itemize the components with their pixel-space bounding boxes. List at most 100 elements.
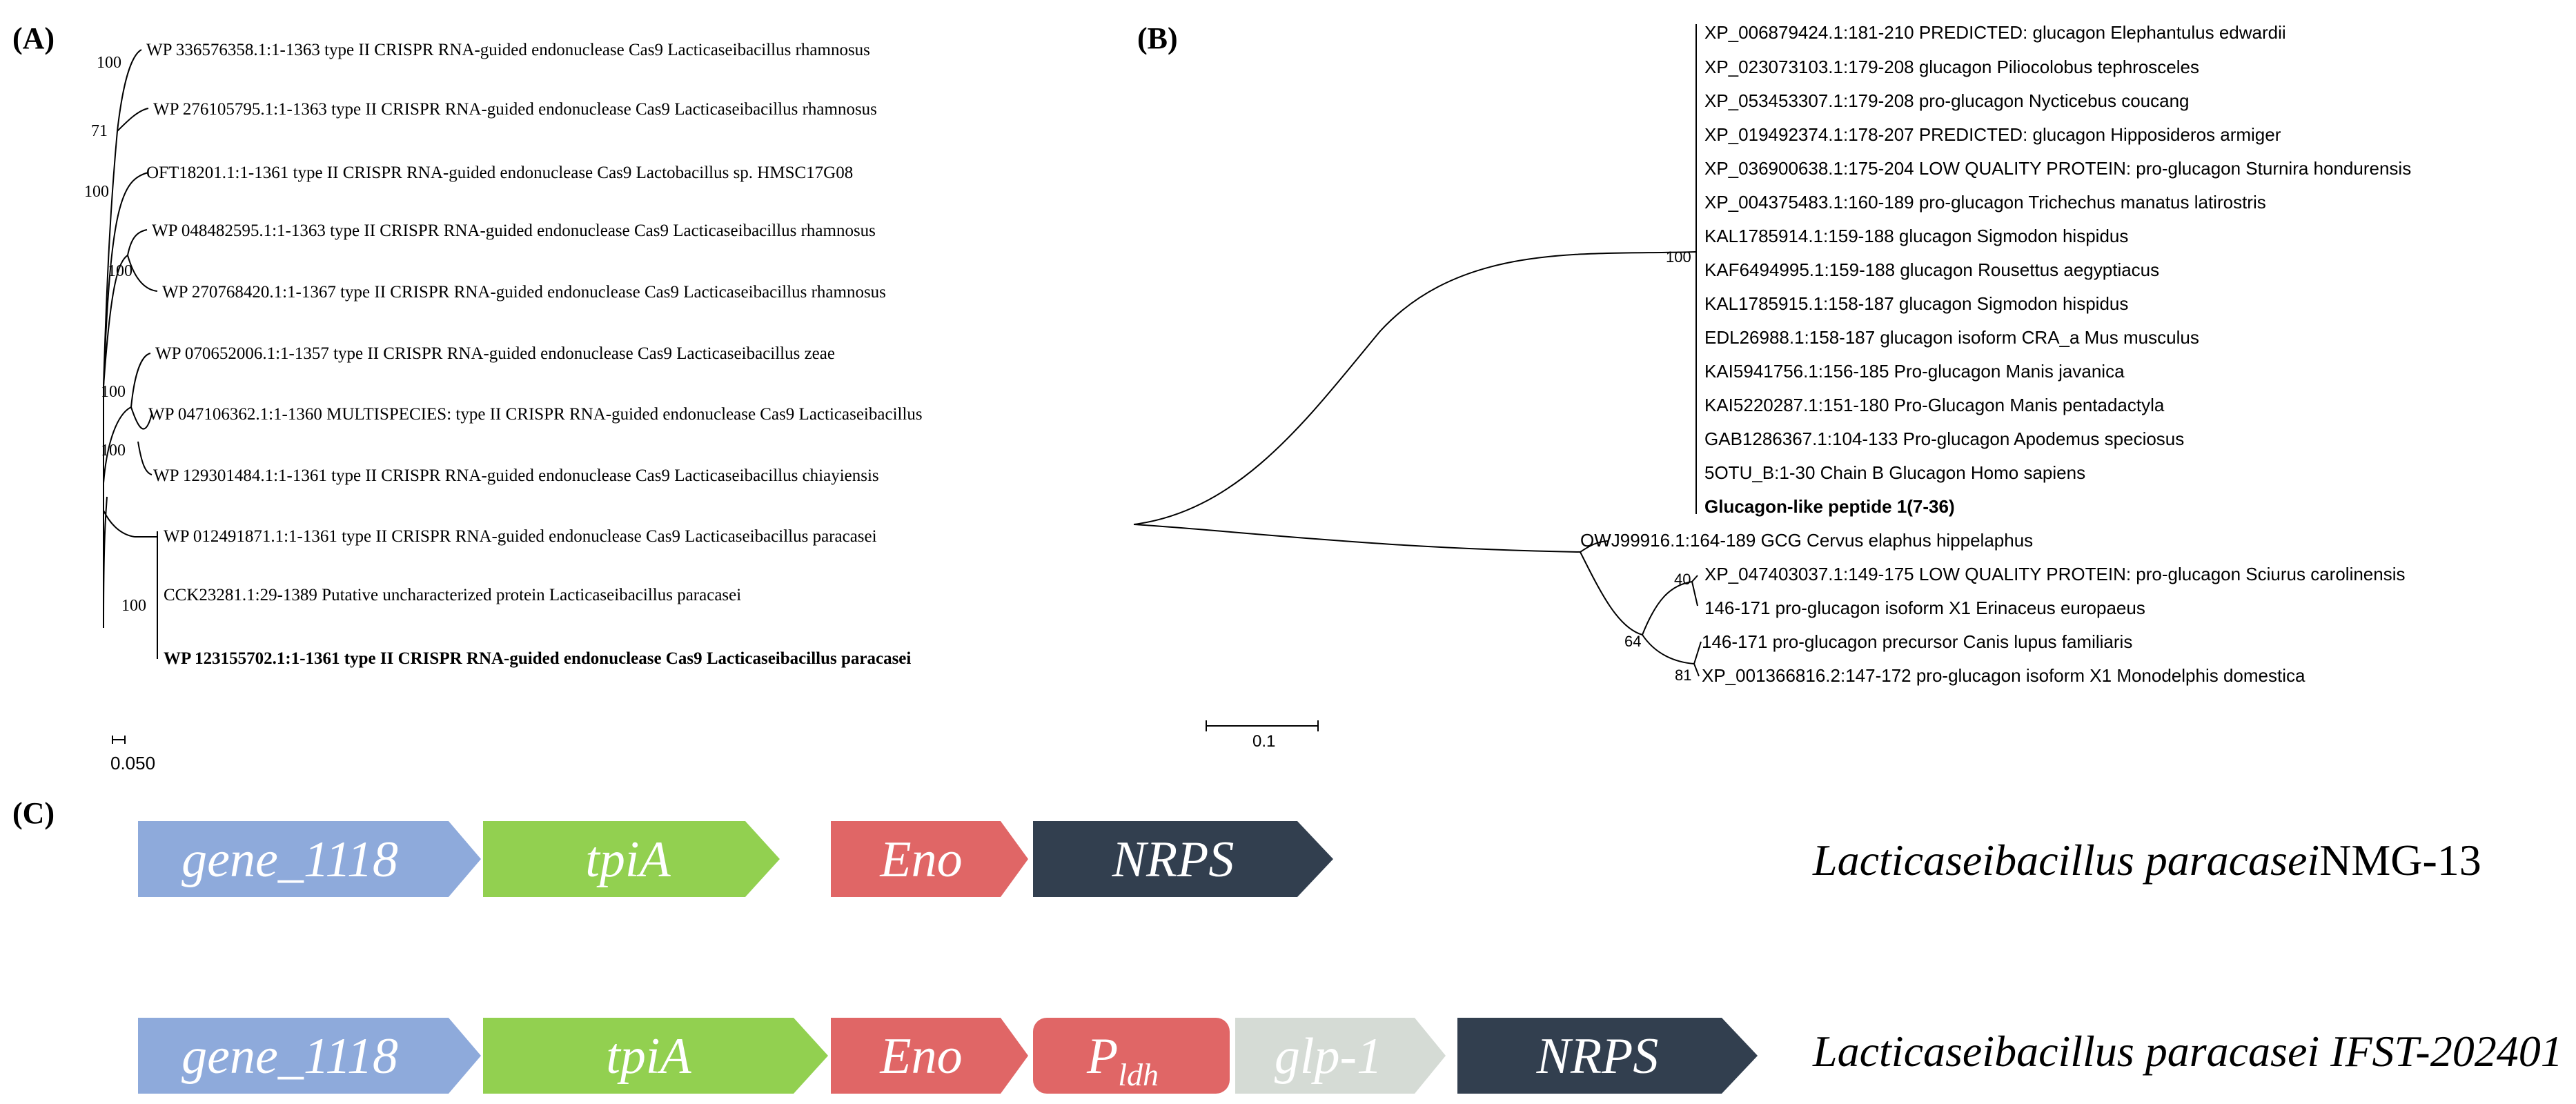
- gene-arrow-r2-1: [138, 1018, 481, 1094]
- gene-label-r1-2: tpiA: [585, 831, 671, 888]
- bootstrap-a-1: 100: [97, 54, 121, 72]
- leaf-a-2: WP 276105795.1:1-1363 type II CRISPR RNA…: [153, 100, 877, 119]
- leaf-a-11: WP 123155702.1:1-1361 type II CRISPR RNA…: [164, 649, 911, 668]
- gene-label-r2-6: NRPS: [1536, 1028, 1659, 1085]
- leaf-b-16: OWJ99916.1:164-189 GCG Cervus elaphus hi…: [1580, 530, 2033, 551]
- panel-a-label: (A): [12, 21, 55, 55]
- panel-a-tree-branches: [103, 49, 158, 659]
- species-label-row2: Lacticaseibacillus paracasei IFST-202401: [1812, 1027, 2563, 1076]
- leaf-b-17: XP_047403037.1:149-175 LOW QUALITY PROTE…: [1704, 564, 2406, 584]
- scale-a-label: 0.050: [110, 753, 155, 773]
- leaf-b-15: Glucagon-like peptide 1(7-36): [1704, 496, 1955, 517]
- gene-arrow-r1-3: [831, 821, 1028, 897]
- leaf-b-19: 146-171 pro-glucagon precursor Canis lup…: [1702, 631, 2132, 652]
- gene-label-r1-1: gene_1118: [181, 831, 398, 888]
- gene-row-2: gene_1118 tpiA Eno Pldh glp-1 NRPS Lacti…: [138, 1018, 2563, 1094]
- gene-label-r2-4: Pldh: [1086, 1028, 1159, 1092]
- bootstrap-a-5: 100: [101, 383, 126, 401]
- leaf-b-5: XP_036900638.1:175-204 LOW QUALITY PROTE…: [1704, 158, 2411, 179]
- leaf-a-8: WP 129301484.1:1-1361 type II CRISPR RNA…: [153, 466, 879, 485]
- gene-label-r1-3: Eno: [879, 831, 962, 888]
- species-label-row1: Lacticaseibacillus paracaseiNMG-13: [1812, 836, 2481, 885]
- bootstrap-a-7: 100: [121, 597, 146, 615]
- promoter-p-label: P: [1086, 1028, 1118, 1085]
- panel-b-scale-bar: 0.1: [1206, 720, 1319, 751]
- tree-b-node81-leaves: [1693, 641, 1702, 677]
- gene-label-r2-3: Eno: [879, 1028, 962, 1085]
- panel-c: (C) gene_1118 tpiA Eno NRPS Lacticaseiba…: [12, 796, 2563, 1094]
- gene-arrow-r1-4: [1033, 821, 1333, 897]
- leaf-b-8: KAF6494995.1:159-188 glucagon Rousettus …: [1704, 259, 2159, 280]
- panel-b-label: (B): [1137, 21, 1178, 55]
- promoter-sub-label: ldh: [1118, 1057, 1159, 1092]
- gene-arrow-r2-6: [1457, 1018, 1758, 1094]
- panel-a-bootstraps: 100 71 100 100 100 100 100: [84, 54, 146, 615]
- panel-b-bootstraps: 100 40 64 81: [1624, 248, 1691, 684]
- bootstrap-a-6: 100: [101, 442, 126, 460]
- gene-arrow-r2-3: [831, 1018, 1028, 1094]
- leaf-a-5: WP 270768420.1:1-1367 type II CRISPR RNA…: [162, 283, 886, 302]
- gene-label-r2-1: gene_1118: [181, 1028, 398, 1085]
- panel-c-label: (C): [12, 796, 55, 830]
- leaf-b-11: KAI5941756.1:156-185 Pro-glucagon Manis …: [1704, 361, 2125, 382]
- leaf-b-13: GAB1286367.1:104-133 Pro-glucagon Apodem…: [1704, 428, 2184, 449]
- bootstrap-a-4: 100: [108, 262, 132, 280]
- tree-a-leaf8: [137, 441, 153, 475]
- tree-b-lower-clade: [1580, 551, 1643, 635]
- bootstrap-a-3: 100: [84, 183, 109, 201]
- species-name-row1: Lacticaseibacillus paracasei: [1812, 836, 2319, 885]
- leaf-b-7: KAL1785914.1:159-188 glucagon Sigmodon h…: [1704, 226, 2128, 246]
- leaf-b-9: KAL1785915.1:158-187 glucagon Sigmodon h…: [1704, 293, 2128, 314]
- tree-b-upper-branch: [1133, 251, 1697, 525]
- tree-b-node40: [1642, 581, 1693, 635]
- tree-a-leaf7: [130, 406, 153, 430]
- gene-row-1: gene_1118 tpiA Eno NRPS Lacticaseibacill…: [138, 821, 2481, 897]
- panel-b-leaf-labels: XP_006879424.1:181-210 PREDICTED: glucag…: [1580, 22, 2411, 686]
- strain-name-row1: NMG-13: [2319, 836, 2481, 885]
- tree-a-leaf3: [103, 172, 149, 387]
- leaf-a-1: WP 336576358.1:1-1363 type II CRISPR RNA…: [146, 41, 870, 59]
- gene-label-r2-5: glp-1: [1275, 1028, 1382, 1085]
- leaf-b-4: XP_019492374.1:178-207 PREDICTED: glucag…: [1704, 124, 2281, 145]
- leaf-a-10: CCK23281.1:29-1389 Putative uncharacteri…: [164, 586, 741, 604]
- bootstrap-b-1: 100: [1666, 248, 1691, 266]
- bootstrap-a-2: 71: [91, 122, 108, 140]
- leaf-a-3: OFT18201.1:1-1361 type II CRISPR RNA-gui…: [146, 164, 853, 182]
- leaf-a-4: WP 048482595.1:1-1363 type II CRISPR RNA…: [152, 221, 876, 240]
- panel-b: (B) 100 40 64 81 XP_006879424.1:181-210 …: [1133, 21, 2411, 751]
- tree-a-leaf1: [117, 49, 142, 132]
- tree-a-leaf5: [127, 255, 158, 292]
- leaf-a-9: WP 012491871.1:1-1361 type II CRISPR RNA…: [164, 527, 877, 546]
- bootstrap-b-2: 40: [1674, 571, 1691, 588]
- gene-arrow-r2-5: [1235, 1018, 1446, 1094]
- bootstrap-b-4: 81: [1675, 667, 1691, 684]
- leaf-b-2: XP_023073103.1:179-208 glucagon Piliocol…: [1704, 57, 2199, 77]
- tree-a-leaf2: [117, 108, 149, 132]
- leaf-b-12: KAI5220287.1:151-180 Pro-Glucagon Manis …: [1704, 395, 2165, 415]
- tree-a-leaf4: [127, 229, 148, 256]
- panel-b-tree-branches: [1133, 24, 1702, 677]
- gene-label-r2-2: tpiA: [606, 1028, 691, 1085]
- leaf-b-3: XP_053453307.1:179-208 pro-glucagon Nyct…: [1704, 90, 2190, 111]
- leaf-b-18: 146-171 pro-glucagon isoform X1 Erinaceu…: [1704, 598, 2145, 618]
- gene-label-r1-4: NRPS: [1112, 831, 1235, 888]
- gene-arrow-r2-2: [483, 1018, 828, 1094]
- panel-a-scale-bar: 0.050: [110, 736, 155, 773]
- scale-b-label: 0.1: [1252, 732, 1275, 751]
- leaf-b-10: EDL26988.1:158-187 glucagon isoform CRA_…: [1704, 327, 2199, 348]
- leaf-b-1: XP_006879424.1:181-210 PREDICTED: glucag…: [1704, 22, 2286, 43]
- bootstrap-b-3: 64: [1624, 633, 1641, 650]
- tree-a-node-paracasei: [103, 510, 135, 538]
- tree-a-node100b: [103, 255, 128, 387]
- leaf-b-20: XP_001366816.2:147-172 pro-glucagon isof…: [1702, 665, 2305, 686]
- leaf-a-6: WP 070652006.1:1-1357 type II CRISPR RNA…: [155, 344, 835, 363]
- leaf-b-6: XP_004375483.1:160-189 pro-glucagon Tric…: [1704, 192, 2266, 213]
- gene-box-r2-promoter: [1033, 1018, 1230, 1094]
- tree-a-leaf6: [130, 353, 151, 408]
- tree-a-node-zeae: [103, 406, 132, 484]
- panel-a-leaf-labels: WP 336576358.1:1-1363 type II CRISPR RNA…: [146, 41, 923, 668]
- leaf-b-14: 5OTU_B:1-30 Chain B Glucagon Homo sapien…: [1704, 462, 2085, 483]
- tree-b-node64: [1642, 634, 1695, 664]
- tree-b-node40-leaves: [1691, 575, 1698, 607]
